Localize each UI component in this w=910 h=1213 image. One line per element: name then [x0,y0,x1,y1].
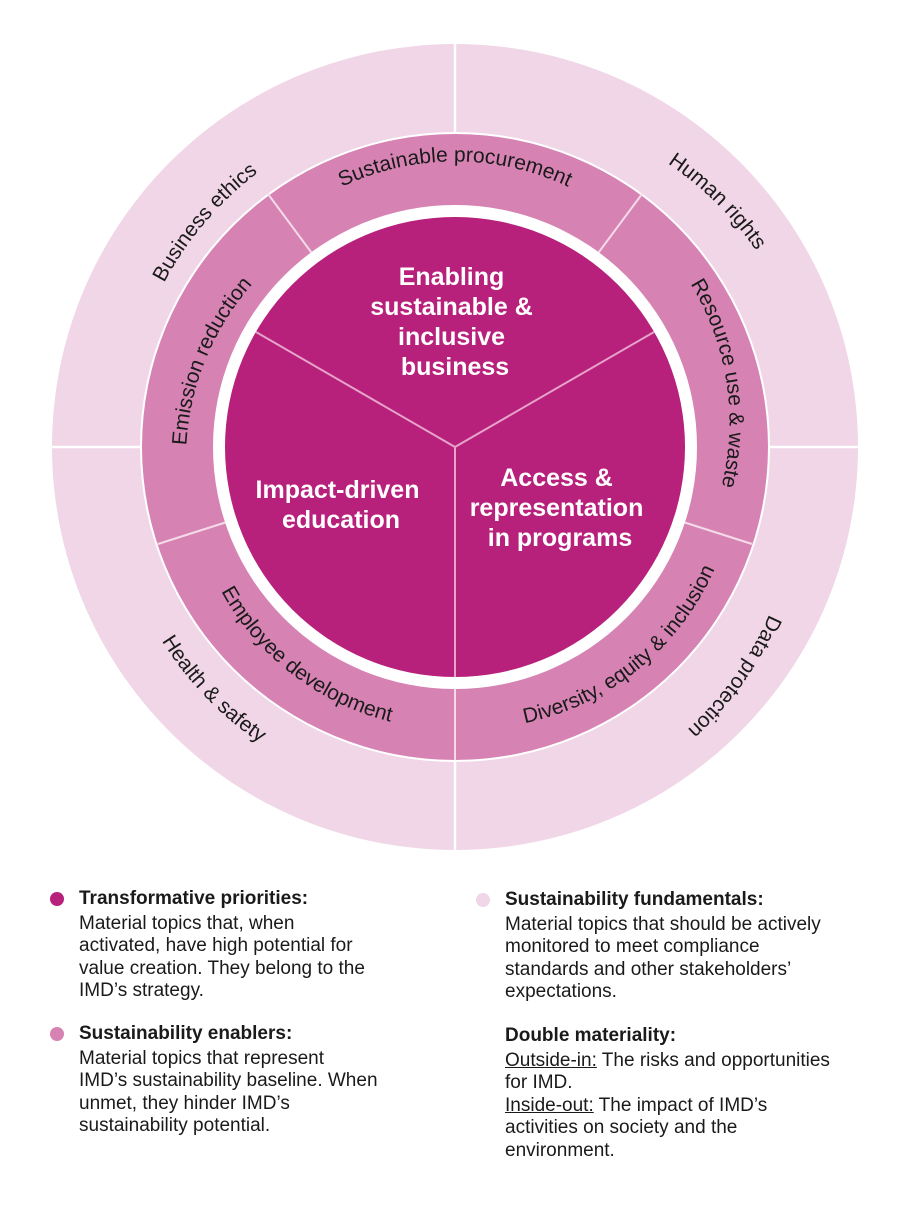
outside-in-line-2: for IMD. [505,1072,573,1093]
core-dividers [255,331,655,677]
core-label-top: Enabling sustainable & inclusive busines… [370,263,540,381]
legend-line: IMD’s sustainability baseline. When [79,1070,378,1091]
legend-double-materiality: Double materiality: Outside-in: The risk… [505,1025,895,1162]
legend-line: standards and other stakeholders’ [505,958,792,980]
legend-line: expectations. [505,981,617,1002]
core-top-line: business [401,353,509,381]
legend-fundamentals-heading: Sustainability fundamentals: [505,889,764,910]
legend-line: value creation. They belong to the [79,957,365,979]
outside-in-line: Outside-in: The risks and opportunities [505,1050,895,1073]
enablers-dot-icon [50,1027,64,1041]
core-left-line: education [282,506,400,534]
transformative-dot-icon [50,892,64,906]
core-top-line: sustainable & [370,293,533,321]
double-materiality-heading: Double materiality: [505,1025,677,1046]
materiality-wheel: Enabling sustainable & inclusive busines… [52,44,858,850]
fundamentals-dot-icon [476,893,490,907]
outside-in-label: Outside-in: [505,1049,597,1071]
inside-out-line-2: activities on society and the [505,1117,738,1138]
legend-transformative: Transformative priorities: Material topi… [50,888,439,1003]
legend-fundamentals: Sustainability fundamentals: Material to… [476,889,895,1004]
legend-line: Material topics that, when [79,912,295,934]
core-right-line: representation [470,494,644,522]
legend-line: sustainability potential. [79,1115,271,1136]
inside-out-label: Inside-out: [505,1094,594,1116]
core-label-left: Impact-driven education [256,476,427,534]
core-left-line: Impact-driven [256,476,420,504]
legend-enablers: Sustainability enablers: Material topics… [50,1023,439,1138]
fundamentals-dividers [52,44,858,850]
core-right-line: in programs [488,524,632,552]
legend-line: Material topics that should be actively [505,913,821,935]
legend-line: Material topics that represent [79,1047,325,1069]
legend-enablers-heading: Sustainability enablers: [79,1023,293,1044]
legend-line: IMD’s strategy. [79,980,204,1001]
inside-out-line: Inside-out: The impact of IMD’s [505,1095,895,1118]
enablers-dividers [157,193,753,760]
inside-out-line-3: environment. [505,1139,615,1161]
legend-line: monitored to meet compliance [505,936,760,957]
core-label-right: Access & representation in programs [470,464,651,552]
outside-in-text: The risks and opportunities [596,1049,830,1071]
core-right-line: Access & [500,464,613,492]
legend-transformative-heading: Transformative priorities: [79,888,309,909]
core-top-line: Enabling [399,263,505,291]
core-top-line: inclusive [398,323,505,351]
legend-line: activated, have high potential for [79,935,353,956]
legend-line: unmet, they hinder IMD’s [79,1092,290,1114]
inside-out-text: The impact of IMD’s [593,1094,768,1116]
